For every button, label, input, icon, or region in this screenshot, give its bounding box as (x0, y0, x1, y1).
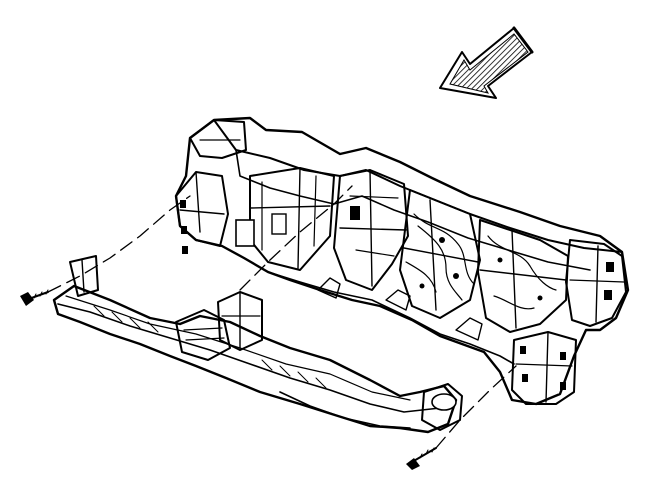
left-bolt-icon (20, 289, 49, 306)
instrument-panel-carrier (174, 116, 630, 406)
view-direction-arrow-icon (439, 26, 534, 99)
lower-air-duct (52, 255, 463, 434)
alignment-centerlines (47, 185, 517, 449)
right-bolt-icon (406, 447, 437, 470)
